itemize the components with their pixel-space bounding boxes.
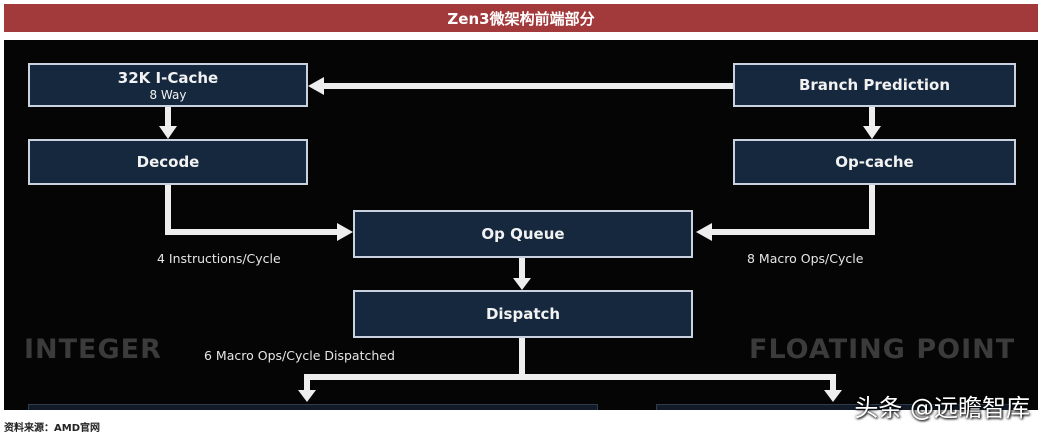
icache-sub: 8 Way [149,87,187,102]
decode-title: Decode [136,153,200,171]
diagram-panel: 32K I-Cache 8 Way Branch Prediction Deco… [4,40,1038,410]
branch-title: Branch Prediction [798,76,951,94]
arrow-to-fp [830,374,836,392]
arrow-layer [159,77,881,402]
dispatch-title: Dispatch [485,305,561,323]
arrow-icache-to-decode [165,106,171,128]
fp-unit-box [656,404,1016,410]
arrowhead-queue-left [337,223,353,241]
label-macro-ops-6: 6 Macro Ops/Cycle Dispatched [204,348,395,363]
label-instructions: 4 Instructions/Cycle [157,251,281,266]
opcache-box: Op-cache [733,139,1016,185]
watermark-credit: 头条 @远瞻智库 [854,394,1030,422]
arrow-queue-to-dispatch [519,258,525,280]
arrowhead-queue-right [696,223,712,241]
branch-prediction-box: Branch Prediction [733,63,1016,107]
label-macro-ops-8: 8 Macro Ops/Cycle [747,251,864,266]
arrowhead-dispatch [513,278,531,290]
icache-title: 32K I-Cache [117,68,219,87]
source-note: 资料来源：AMD官网 [4,423,100,434]
arrowhead-integer [298,390,316,402]
arrowhead-opcache [863,126,881,139]
arrow-branch-to-icache [322,83,733,89]
section-integer: INTEGER [24,334,162,365]
arrow-to-integer [304,374,310,392]
integer-unit-box [28,404,598,410]
dispatch-box: Dispatch [353,290,693,338]
opqueue-title: Op Queue [481,225,565,243]
arrowhead-fp [824,390,842,402]
icache-box: 32K I-Cache 8 Way [28,63,308,107]
arrow-branch-to-opcache [869,106,875,128]
opcache-title: Op-cache [835,153,914,171]
arrow-split-bar [304,374,836,380]
op-queue-box: Op Queue [353,210,693,258]
figure-title: Zen3微架构前端部分 [4,4,1038,32]
decode-box: Decode [28,139,308,185]
arrow-decode-down [165,185,171,235]
arrow-dispatch-down [519,338,525,378]
arrow-opcache-to-queue [709,229,875,235]
arrowhead-icache [308,77,324,95]
arrowhead-decode [159,126,177,139]
arrow-opcache-down [869,185,875,235]
arrow-decode-to-queue [165,229,340,235]
section-floating-point: FLOATING POINT [749,334,1016,365]
